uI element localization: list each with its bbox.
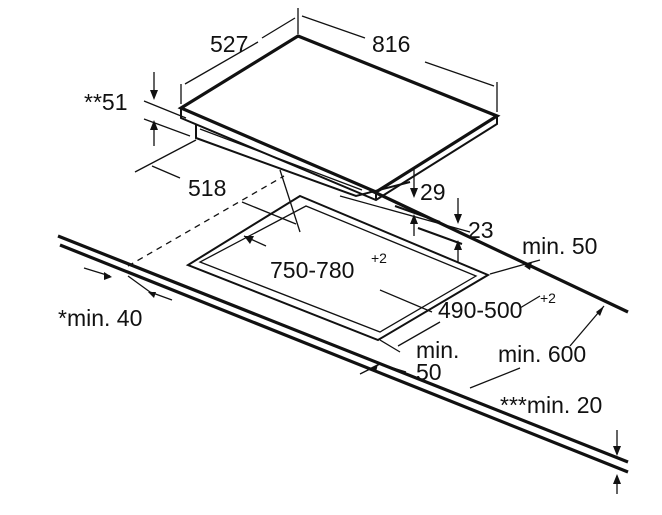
cutout-inner: [198, 205, 478, 333]
dim-min40-arrowhead-b: [148, 292, 156, 298]
worktop-top-front: [57, 234, 629, 464]
dim-min20-arrowhead-bottom: [613, 474, 621, 484]
hob-body-inner: [199, 128, 363, 191]
dim-cutout-depth-tolerance: +2: [540, 290, 556, 306]
dim-min-depth-group: min. 600: [469, 305, 605, 389]
dim-cutout-width-group: 750-780 +2: [243, 235, 433, 313]
dim-line-527a: [184, 41, 259, 85]
hob-front-edge: [180, 108, 498, 202]
dim-edge-thickness-label: **51: [84, 89, 127, 115]
dim-51-arrowhead-bottom: [150, 120, 158, 130]
dim-min-rear-group: min. 50: [489, 233, 597, 275]
dim-width-label: 816: [372, 31, 410, 57]
dim-51-ext2: [143, 118, 191, 137]
dim-29-arrowhead-b: [410, 214, 418, 224]
dim-29-arrowhead: [410, 188, 418, 198]
cutout-outline: [185, 194, 491, 342]
dim-min-side-arrowhead: [370, 364, 378, 372]
hob-body: [195, 124, 411, 198]
worktop-back-edge: [369, 188, 629, 314]
dim-min-worktop-thickness-label: ***min. 20: [500, 392, 602, 418]
dim-cd-line-b: [519, 295, 541, 309]
dim-min-front-label: *min. 40: [58, 305, 142, 331]
dim-cw-line-b: [379, 289, 433, 313]
dim-total-height-label: 29: [420, 179, 446, 205]
dim-518-line-a: [151, 165, 181, 179]
dim-min-side-label: min.: [416, 337, 459, 363]
dim-23-arrowhead-b: [454, 240, 462, 250]
dim-min600-arrowhead: [596, 306, 604, 316]
dim-518-ext: [134, 139, 197, 173]
hob-drawing: [177, 34, 501, 202]
dim-depth-label: 527: [210, 31, 248, 57]
dim-cw-arrowhead-a: [244, 236, 254, 244]
dim-cd-line-a: [397, 321, 441, 347]
worktop-hidden-edge: [127, 175, 285, 267]
worktop-bottom-front: [59, 243, 629, 474]
dim-min40-ext: [127, 275, 151, 293]
dim-min-thickness-group: ***min. 20: [500, 392, 621, 494]
top-dimensions: 527 816: [180, 8, 498, 112]
dim-min-side-group: min. 50: [359, 337, 459, 385]
dim-min-worktop-depth-label: min. 600: [498, 341, 586, 367]
dim-line-816a: [301, 15, 366, 39]
dim-offset-label: 518: [188, 175, 226, 201]
dim-23-arrowhead: [454, 214, 462, 224]
dim-min-rear-label: min. 50: [522, 233, 597, 259]
dim-cutout-width-label: 750-780: [270, 257, 354, 283]
dim-min600-line-a: [469, 367, 521, 389]
dim-line-816b: [424, 61, 495, 87]
dim-cutout-depth-group: 490-500 +2: [397, 290, 556, 347]
dim-51-arrowhead-top: [150, 90, 158, 100]
dim-min-side-value: 50: [416, 359, 442, 385]
ledge-line-3: [417, 227, 463, 245]
dim-518-line-b: [241, 201, 297, 225]
dim-min-side-underline: [379, 363, 407, 373]
dim-height-group: 29 23: [339, 168, 494, 262]
dim-min-rear-arrowhead: [524, 262, 532, 270]
dim-min-front-group: *min. 40: [58, 267, 173, 331]
dim-cutout-depth-label: 490-500: [438, 297, 522, 323]
dim-518-group: 518: [134, 139, 301, 233]
dim-min-side-ext: [379, 339, 401, 353]
dim-min20-arrowhead-top: [613, 446, 621, 456]
dim-min40-arrowhead-a: [104, 272, 112, 280]
worktop-drawing: [57, 175, 629, 474]
dim-line-527b: [261, 17, 296, 39]
dim-cutout-width-tolerance: +2: [371, 250, 387, 266]
dim-51-group: **51: [84, 72, 191, 146]
dim-51-ext1: [143, 100, 187, 119]
